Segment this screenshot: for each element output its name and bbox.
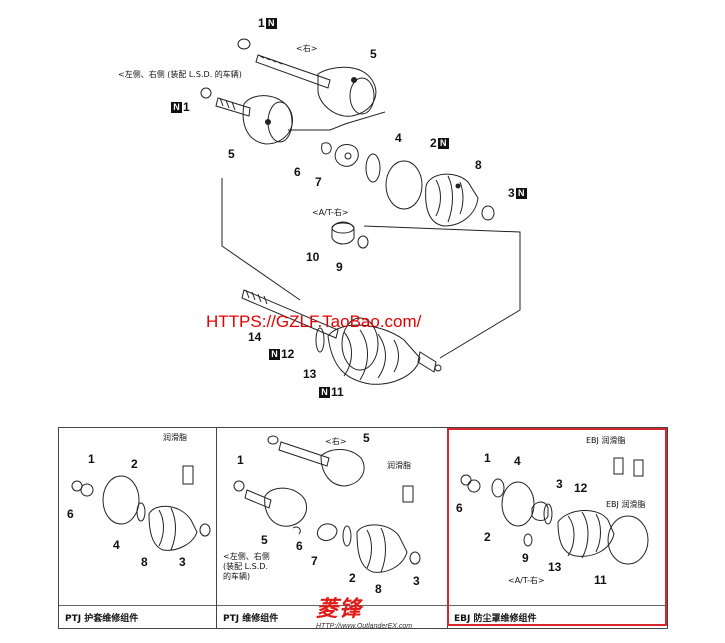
panel3-callout-11: 11 xyxy=(594,573,607,587)
panel2-label-right: <右> xyxy=(325,437,347,446)
panel3-callout-9: 9 xyxy=(522,551,529,565)
panel-ebj-boot-kit: EBJ 润滑脂 EBJ 润滑脂 1 4 6 3 12 2 9 13 11 <A/… xyxy=(447,427,668,629)
panel2-callout-6: 6 xyxy=(296,539,303,553)
panel2-lr-line1: <左侧、右侧 xyxy=(223,552,270,561)
panel1-callout-1: 1 xyxy=(88,452,95,466)
boot-part-13 xyxy=(327,324,421,385)
callout-4: 4 xyxy=(395,131,402,145)
circlip-part-1 xyxy=(237,38,251,50)
callout-6: 6 xyxy=(294,165,301,179)
panel2-callout-1: 1 xyxy=(237,453,244,467)
ptj-boot-kit-drawing xyxy=(71,465,211,551)
callout-10: 10 xyxy=(306,250,320,264)
panel-ptj-service-kit: 5 <右> 润滑脂 1 5 6 7 2 8 3 <左侧、右侧 (装配 L.S.D… xyxy=(216,427,448,629)
grease-label: 润滑脂 xyxy=(163,433,187,442)
panel1-callout-4: 4 xyxy=(113,538,120,552)
callout-9: 9 xyxy=(336,260,343,274)
panel1-title: PTJ 护套维修组件 xyxy=(65,614,139,624)
panel3-callout-2: 2 xyxy=(484,530,491,544)
callout-5-top: 5 xyxy=(370,47,377,61)
panel3-callout-4: 4 xyxy=(514,454,521,468)
panel2-lr-line3: 的车辆) xyxy=(223,572,251,581)
panel3-callout-1: 1 xyxy=(484,451,491,465)
panel2-lr-line2: (装配 L.S.D. xyxy=(223,562,268,571)
highlight-frame xyxy=(447,428,667,626)
panel1-callout-3: 3 xyxy=(179,555,186,569)
band-part-3 xyxy=(481,205,495,221)
callout-5-lower: 5 xyxy=(228,147,235,161)
panel1-callout-6: 6 xyxy=(67,507,74,521)
panel2-footer: PTJ 维修组件 xyxy=(217,605,447,628)
outlanderex-logo[interactable]: 菱锋 HTTP://www.OutlanderEX.com xyxy=(316,598,434,638)
label-at-right: <A/T-右> xyxy=(312,208,349,217)
band-part-2 xyxy=(385,160,423,210)
spider-part-7 xyxy=(334,144,359,167)
callout-13: 13 xyxy=(303,367,317,381)
joint-housing-lower xyxy=(242,95,293,145)
circlip-part-1-lower xyxy=(200,87,212,99)
panel3-callout-12: 12 xyxy=(574,481,588,495)
panel3-grease-top: EBJ 润滑脂 xyxy=(586,436,626,445)
panel2-title: PTJ 维修组件 xyxy=(223,614,279,624)
bushing-part-10 xyxy=(331,221,355,245)
logo-url[interactable]: HTTP://www.OutlanderEX.com xyxy=(316,623,413,630)
callout-7: 7 xyxy=(315,175,322,189)
joint-housing-upper xyxy=(317,66,377,117)
panel1-callout-8: 8 xyxy=(141,555,148,569)
callout-8: 8 xyxy=(475,158,482,172)
ebj-boot-kit-drawing xyxy=(460,457,649,565)
panel2-callout-3: 3 xyxy=(413,574,420,588)
panel1-footer: PTJ 护套维修组件 xyxy=(59,605,216,628)
panel3-at-right: <A/T-右> xyxy=(508,576,545,585)
panel2-callout-7: 7 xyxy=(311,554,318,568)
panel2-callout-5-top: 5 xyxy=(363,431,370,445)
ring-part-4 xyxy=(365,153,381,183)
panel2-grease-label: 润滑脂 xyxy=(387,461,411,470)
shaft-right xyxy=(255,54,331,89)
panel-ptj-boot-kit: 润滑脂 1 2 6 4 8 3 PTJ 护套维修组件 xyxy=(58,427,217,629)
panel3-title: EBJ 防尘罩维修组件 xyxy=(454,614,537,624)
callout-14: 14 xyxy=(248,330,262,344)
ring-part-9 xyxy=(357,235,369,249)
panel3-grease-mid: EBJ 润滑脂 xyxy=(606,500,646,509)
panel3-callout-3: 3 xyxy=(556,477,563,491)
ptj-service-kit-drawing xyxy=(233,435,421,573)
shaft-part-14 xyxy=(241,289,339,339)
panel3-callout-13: 13 xyxy=(548,560,562,574)
watermark-url: HTTPS://GZLF.TaoBao.com/ xyxy=(206,312,422,331)
panel2-callout-5-lower: 5 xyxy=(261,533,268,547)
panel3-callout-6: 6 xyxy=(456,501,463,515)
snap-ring-part-6 xyxy=(321,142,332,155)
boot-part-8 xyxy=(425,173,479,227)
panel3-footer: EBJ 防尘罩维修组件 xyxy=(448,605,667,628)
exploded-view-drawing xyxy=(200,38,521,385)
label-right: <右> xyxy=(296,44,318,53)
logo-text: 菱锋 xyxy=(316,597,363,622)
ring-part-12 xyxy=(315,327,325,353)
panel2-callout-8: 8 xyxy=(375,582,382,596)
panel2-callout-2: 2 xyxy=(349,571,356,585)
label-left-right-lsd: <左侧、右侧 (装配 L.S.D. 的车辆) xyxy=(118,70,242,79)
ring-part-11 xyxy=(341,317,379,371)
panel1-callout-2: 2 xyxy=(131,457,138,471)
